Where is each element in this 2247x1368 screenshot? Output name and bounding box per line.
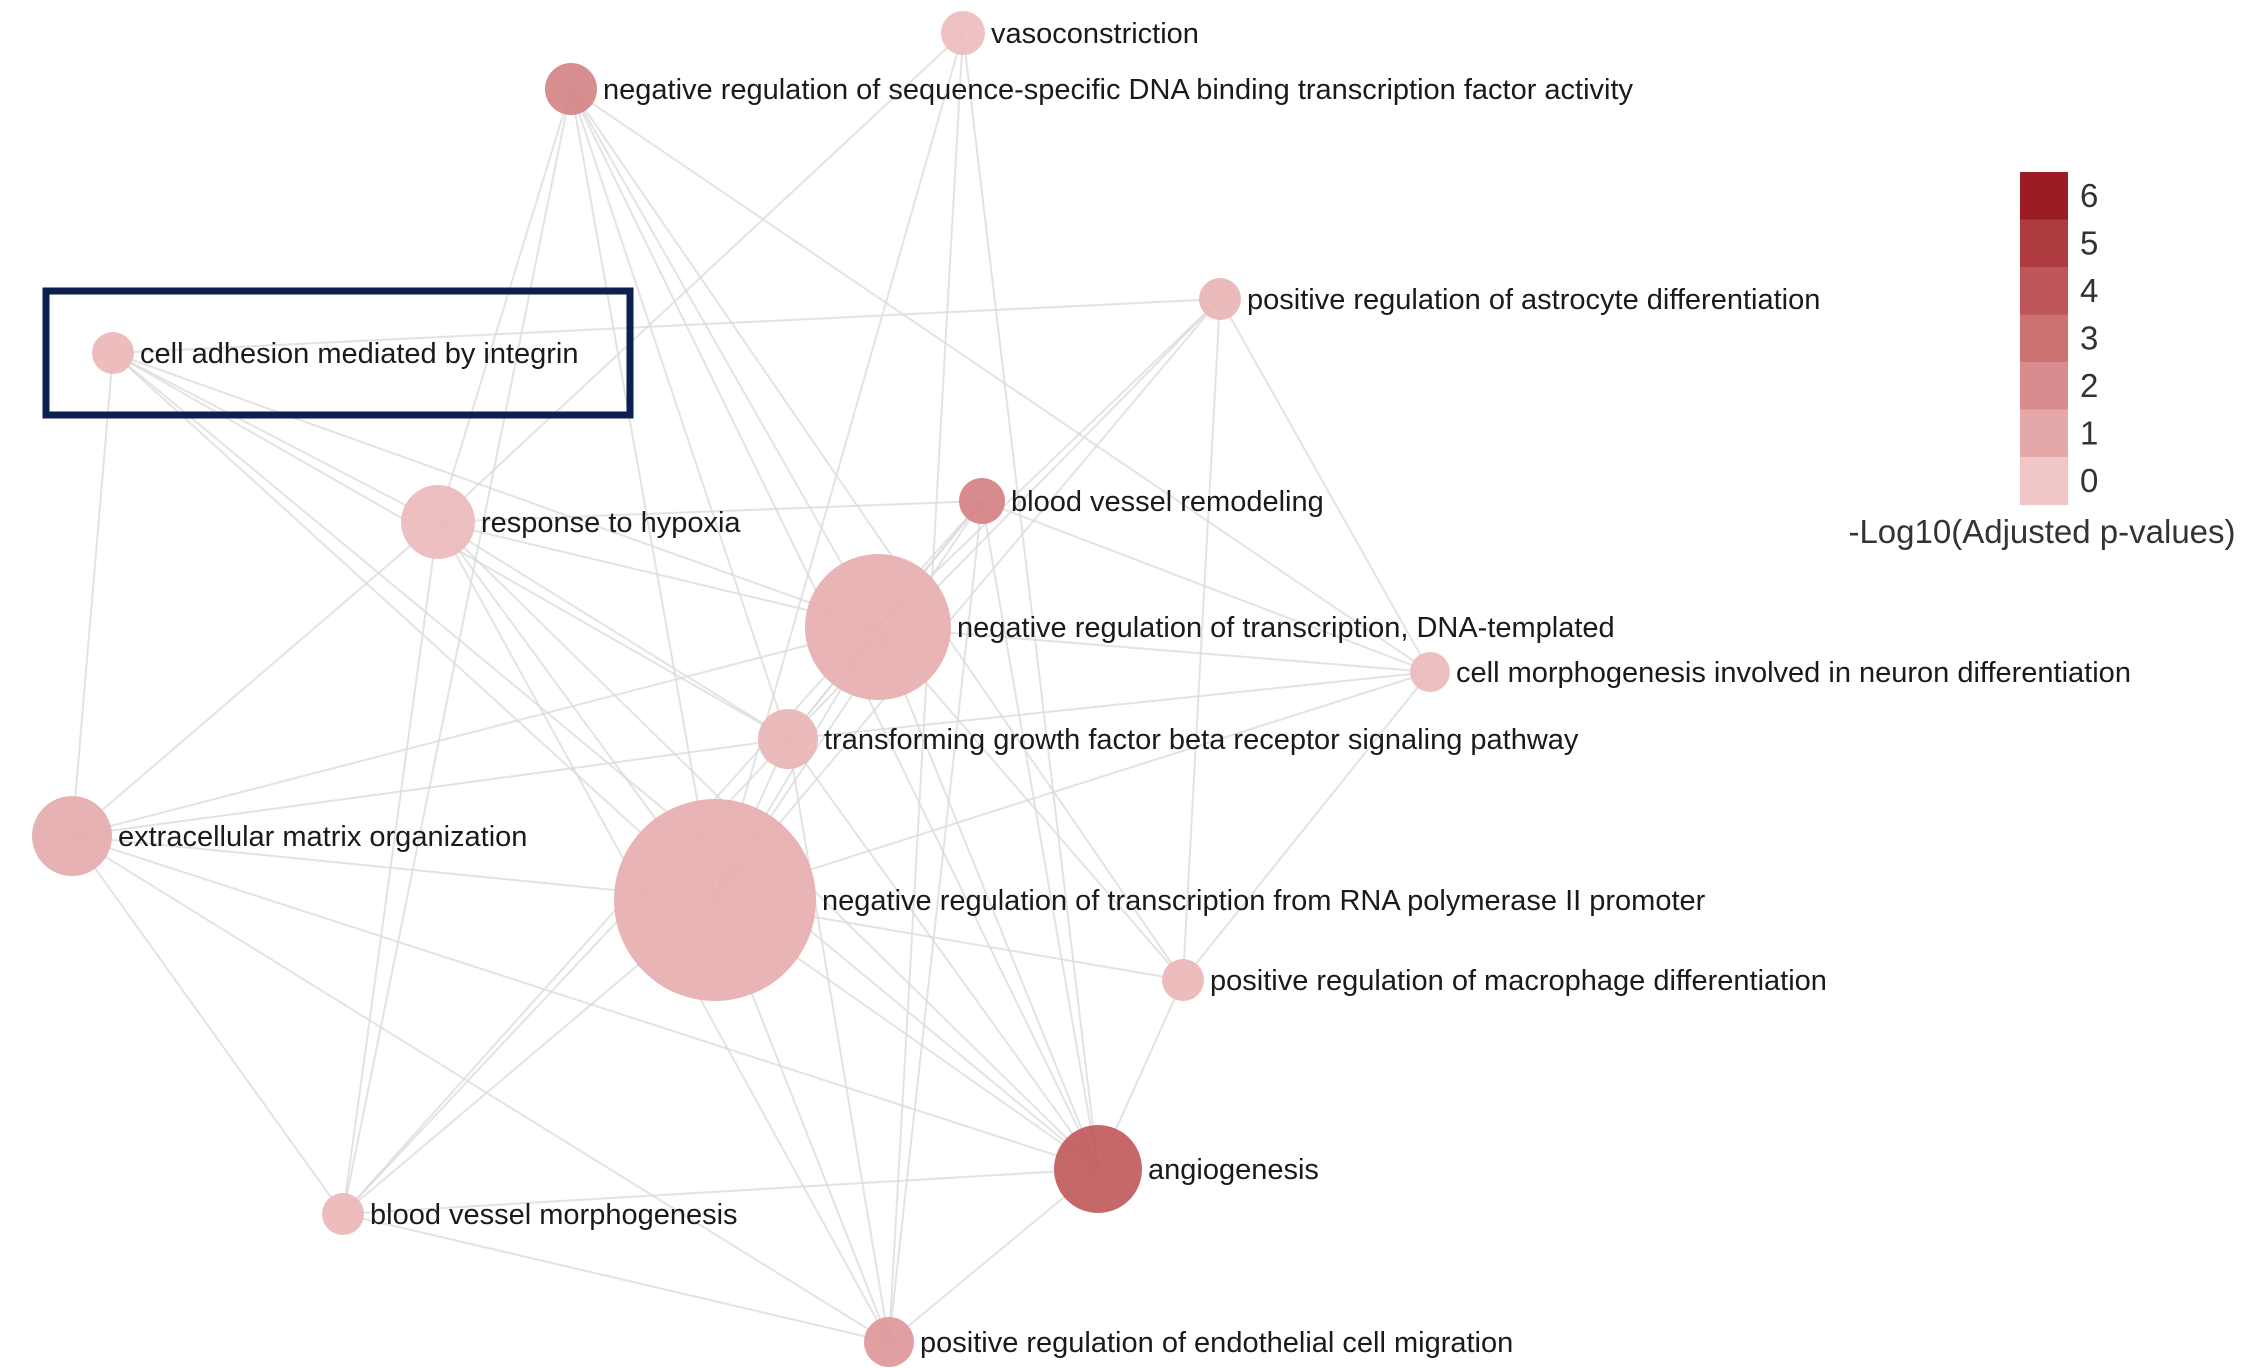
node-label-pos_reg_endothelial_migration: positive regulation of endothelial cell … [920, 1327, 1513, 1359]
edge-pos_reg_astrocyte-pos_reg_macrophage [1182, 298, 1221, 981]
node-label-pos_reg_macrophage: positive regulation of macrophage differ… [1210, 965, 1827, 997]
node-label-blood_vessel_morphogenesis: blood vessel morphogenesis [370, 1199, 738, 1231]
edge-ecm_organization-neg_reg_transcription_rna_pol2 [71, 835, 716, 901]
edge-neg_reg_transcription_dna-cell_morpho_neuron [877, 626, 1431, 673]
node-neg_reg_dna_binding[interactable] [545, 63, 597, 115]
legend-swatch-5 [2020, 219, 2068, 268]
edge-blood_vessel_remodeling-angiogenesis [981, 500, 1099, 1170]
edge-cell_adhesion_integrin-response_hypoxia [112, 352, 439, 523]
node-blood_vessel_morphogenesis[interactable] [322, 1193, 364, 1235]
edge-cell_adhesion_integrin-angiogenesis [112, 352, 1099, 1170]
legend-tick-3: 3 [2080, 320, 2098, 357]
edge-neg_reg_dna_binding-tgf_beta [570, 88, 789, 740]
legend-swatch-1 [2020, 409, 2068, 458]
edge-tgf_beta-pos_reg_endothelial_migration [787, 738, 890, 1343]
edge-cell_adhesion_integrin-ecm_organization [71, 352, 114, 837]
node-pos_reg_astrocyte[interactable] [1199, 278, 1241, 320]
edge-response_hypoxia-neg_reg_transcription_dna [437, 521, 879, 628]
edge-vasoconstriction-pos_reg_endothelial_migration [888, 32, 964, 1343]
edge-pos_reg_astrocyte-cell_morpho_neuron [1219, 298, 1431, 673]
edge-cell_adhesion_integrin-neg_reg_transcription_dna [112, 352, 879, 628]
node-label-blood_vessel_remodeling: blood vessel remodeling [1011, 486, 1324, 518]
legend-tick-2: 2 [2080, 367, 2098, 404]
legend-title: -Log10(Adjusted p-values) [1848, 513, 2235, 550]
node-label-tgf_beta: transforming growth factor beta receptor… [824, 724, 1579, 756]
edge-neg_reg_transcription_dna-ecm_organization [71, 626, 879, 837]
node-label-pos_reg_astrocyte: positive regulation of astrocyte differe… [1247, 284, 1820, 316]
edge-ecm_organization-angiogenesis [71, 835, 1099, 1170]
node-tgf_beta[interactable] [758, 709, 818, 769]
edge-pos_reg_astrocyte-neg_reg_transcription_rna_pol2 [714, 298, 1221, 901]
edge-pos_reg_astrocyte-cell_adhesion_integrin [112, 298, 1221, 354]
node-label-neg_reg_transcription_rna_pol2: negative regulation of transcription fro… [822, 885, 1706, 917]
legend-swatch-3 [2020, 314, 2068, 363]
legend-swatch-0 [2020, 457, 2068, 505]
edge-pos_reg_macrophage-cell_morpho_neuron [1182, 671, 1431, 981]
legend-swatch-2 [2020, 362, 2068, 410]
edge-tgf_beta-angiogenesis [787, 738, 1099, 1170]
node-label-cell_morpho_neuron: cell morphogenesis involved in neuron di… [1456, 657, 2131, 689]
edge-neg_reg_dna_binding-neg_reg_transcription_dna [570, 88, 879, 628]
network-nodes [32, 11, 1450, 1367]
edge-neg_reg_dna_binding-response_hypoxia [437, 88, 572, 523]
edge-tgf_beta-cell_morpho_neuron [787, 671, 1431, 740]
node-label-angiogenesis: angiogenesis [1148, 1154, 1319, 1186]
edge-angiogenesis-blood_vessel_morphogenesis [342, 1168, 1099, 1215]
edge-vasoconstriction-response_hypoxia [437, 32, 964, 523]
node-label-cell_adhesion_integrin: cell adhesion mediated by integrin [140, 338, 579, 370]
edge-neg_reg_dna_binding-cell_morpho_neuron [570, 88, 1431, 673]
edge-vasoconstriction-neg_reg_transcription_rna_pol2 [714, 32, 964, 901]
edge-response_hypoxia-blood_vessel_remodeling [437, 500, 983, 523]
node-angiogenesis[interactable] [1054, 1125, 1142, 1213]
legend-tick-4: 4 [2080, 272, 2098, 309]
node-label-neg_reg_dna_binding: negative regulation of sequence-specific… [603, 74, 1634, 106]
node-response_hypoxia[interactable] [401, 485, 475, 559]
node-blood_vessel_remodeling[interactable] [959, 478, 1005, 524]
network-edges [71, 32, 1431, 1343]
legend-tick-6: 6 [2080, 177, 2098, 214]
edge-neg_reg_dna_binding-blood_vessel_morphogenesis [342, 88, 572, 1215]
edge-ecm_organization-response_hypoxia [71, 521, 439, 837]
edge-cell_adhesion_integrin-neg_reg_transcription_rna_pol2 [112, 352, 716, 901]
node-ecm_organization[interactable] [32, 796, 112, 876]
node-pos_reg_endothelial_migration[interactable] [864, 1317, 914, 1367]
node-cell_adhesion_integrin[interactable] [92, 332, 134, 374]
node-cell_morpho_neuron[interactable] [1410, 652, 1450, 692]
edge-ecm_organization-pos_reg_endothelial_migration [71, 835, 890, 1343]
node-label-neg_reg_transcription_dna: negative regulation of transcription, DN… [957, 612, 1615, 644]
edge-blood_vessel_remodeling-pos_reg_endothelial_migration [888, 500, 983, 1343]
edge-blood_vessel_morphogenesis-pos_reg_endothelial_migration [342, 1213, 890, 1343]
node-labels: vasoconstriction negative regulation of s… [118, 18, 2131, 1359]
node-label-vasoconstriction: vasoconstriction [991, 18, 1199, 50]
edge-neg_reg_transcription_dna-angiogenesis [877, 626, 1099, 1170]
legend-tick-0: 0 [2080, 462, 2098, 499]
node-label-response_hypoxia: response to hypoxia [481, 507, 741, 539]
node-label-ecm_organization: extracellular matrix organization [118, 821, 527, 853]
edge-neg_reg_transcription_rna_pol2-cell_morpho_neuron [714, 671, 1431, 901]
edge-vasoconstriction-angiogenesis [962, 32, 1099, 1170]
node-neg_reg_transcription_dna[interactable] [805, 554, 951, 700]
legend-tick-1: 1 [2080, 415, 2098, 452]
edge-neg_reg_dna_binding-pos_reg_macrophage [570, 88, 1184, 981]
legend-swatch-6 [2020, 172, 2068, 220]
legend-swatch-4 [2020, 267, 2068, 315]
legend-tick-5: 5 [2080, 225, 2098, 262]
edge-tgf_beta-ecm_organization [71, 738, 789, 837]
node-neg_reg_transcription_rna_pol2[interactable] [614, 799, 816, 1001]
color-legend: 6 5 4 3 2 1 0 -Log10(Adjusted p-values) [1848, 172, 2236, 550]
edge-blood_vessel_remodeling-cell_morpho_neuron [981, 500, 1431, 673]
edge-ecm_organization-blood_vessel_morphogenesis [71, 835, 344, 1215]
node-pos_reg_macrophage[interactable] [1162, 959, 1204, 1001]
edge-neg_reg_dna_binding-neg_reg_transcription_rna_pol2 [570, 88, 716, 901]
edge-angiogenesis-pos_reg_endothelial_migration [888, 1168, 1099, 1343]
node-vasoconstriction[interactable] [941, 11, 985, 55]
edge-neg_reg_transcription_dna-pos_reg_macrophage [877, 626, 1184, 981]
edge-response_hypoxia-tgf_beta [437, 521, 789, 740]
highlight-box [42, 287, 634, 419]
